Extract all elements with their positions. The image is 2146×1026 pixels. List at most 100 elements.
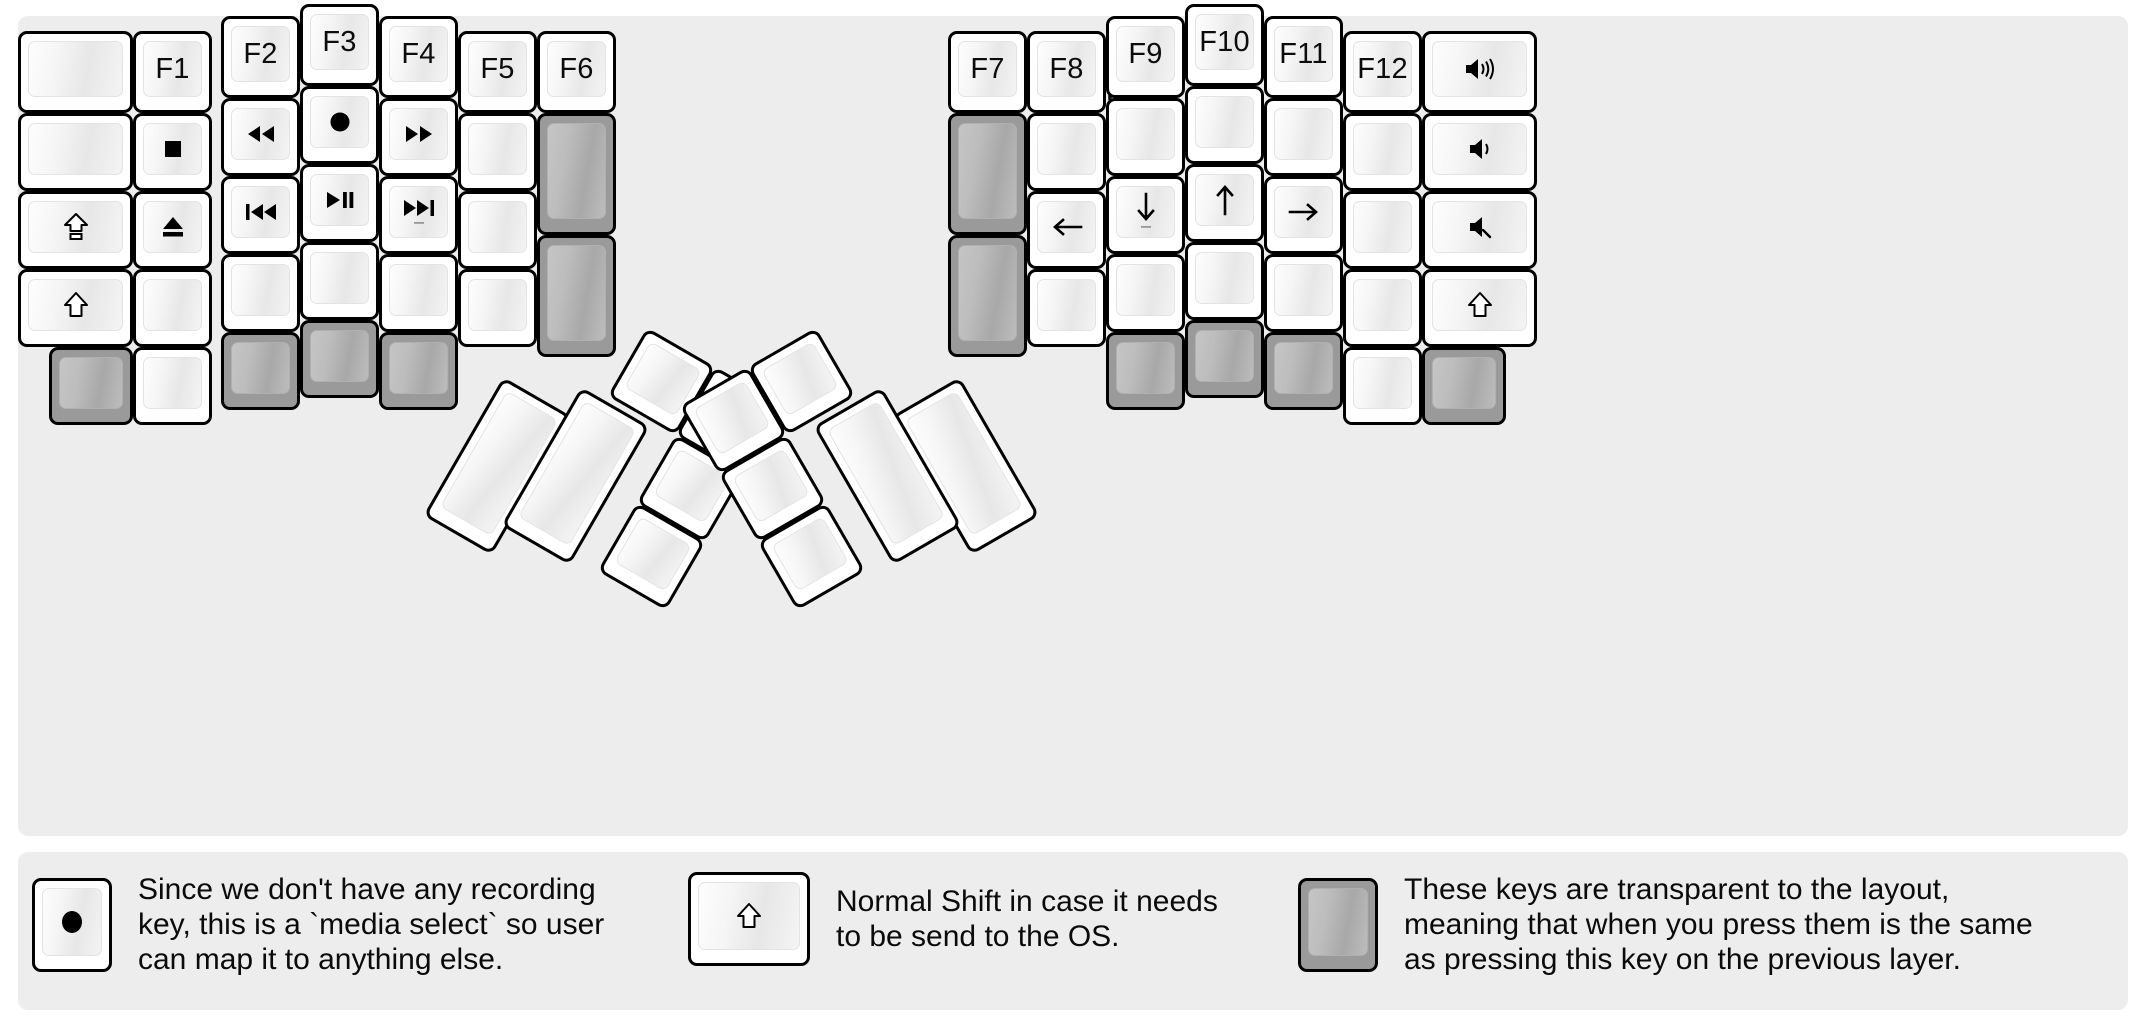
right-col-ring-key-2[interactable] xyxy=(1264,98,1343,176)
right-col-outer-key-volume-up[interactable] xyxy=(1422,31,1537,113)
right-col-middle-key-2[interactable] xyxy=(1185,86,1264,164)
legend-key-record xyxy=(32,877,112,972)
keycap-face: F6 xyxy=(547,41,606,97)
left-col-pinky-key-eject[interactable] xyxy=(133,191,212,269)
right-col-ring-key-4[interactable] xyxy=(1264,254,1343,332)
left-col-pinky-key-4[interactable] xyxy=(133,269,212,347)
keycap-face xyxy=(1353,279,1412,331)
legend-key-transparent xyxy=(1298,877,1378,972)
keyboard-panel: fn Layer xyxy=(18,4,2128,836)
keycap-face xyxy=(468,279,527,331)
left-col-ring-key-f2[interactable]: F2 xyxy=(221,16,300,98)
left-col-pinky-key-stop[interactable] xyxy=(133,113,212,191)
key-label: F7 xyxy=(970,52,1005,85)
right-col-pinky-key-2[interactable] xyxy=(1343,113,1422,191)
left-col-middle-key-record[interactable] xyxy=(300,86,379,164)
keycap-face xyxy=(1195,252,1254,304)
left-col-pinky-key-f1[interactable]: F1 xyxy=(133,31,212,113)
keycap-face xyxy=(310,174,369,226)
keycap-face: F4 xyxy=(389,26,448,82)
right-col-index-key-4[interactable] xyxy=(1106,254,1185,332)
keycap-face xyxy=(28,41,123,97)
keycap-face xyxy=(1116,342,1175,394)
right-col-index-key-5-transparent[interactable] xyxy=(1106,332,1185,410)
left-col-index-key-5-transparent[interactable] xyxy=(379,332,458,410)
right-col-middle-key-5-transparent[interactable] xyxy=(1185,320,1264,398)
keycap-face xyxy=(1116,108,1175,160)
left-col-outer-key-1[interactable] xyxy=(18,31,133,113)
left-col-outer-key-3-capslock[interactable] xyxy=(18,191,133,269)
left-col-middle-key-play-pause[interactable] xyxy=(300,164,379,242)
left-col-outer-key-5-transparent[interactable] xyxy=(49,347,133,425)
right-col-pinky-key-3[interactable] xyxy=(1343,191,1422,269)
left-col-ring-key-4[interactable] xyxy=(221,254,300,332)
keycap-face xyxy=(231,108,290,160)
keycap-face xyxy=(1274,264,1333,316)
right-col-outer-key-volume-mute[interactable] xyxy=(1422,191,1537,269)
right-col-middle-key-f10[interactable]: F10 xyxy=(1185,4,1264,86)
left-col-middle-key-5-transparent[interactable] xyxy=(300,320,379,398)
keycap-face: F1 xyxy=(143,41,202,97)
left-col-inner-key-2[interactable] xyxy=(458,113,537,191)
keycap-face xyxy=(389,342,448,394)
left-col-ring-key-rewind[interactable] xyxy=(221,98,300,176)
caps-lock-icon xyxy=(63,213,88,240)
legend-text-record: Since we don't have any recording key, t… xyxy=(138,873,605,977)
right-col-inner-key-arrow-left[interactable] xyxy=(1027,191,1106,269)
right-col-pinky-key-4[interactable] xyxy=(1343,269,1422,347)
right-col-innermost-key-2-transparent-2u[interactable] xyxy=(948,113,1027,235)
right-col-ring-key-f11[interactable]: F11 xyxy=(1264,16,1343,98)
keycap-face: F7 xyxy=(958,41,1017,97)
keycap-face xyxy=(1353,357,1412,409)
left-col-ring-key-previous[interactable] xyxy=(221,176,300,254)
right-col-innermost-key-f7[interactable]: F7 xyxy=(948,31,1027,113)
key-label: F11 xyxy=(1279,37,1328,70)
left-col-inner-key-3[interactable] xyxy=(458,191,537,269)
right-col-ring-key-5-transparent[interactable] xyxy=(1264,332,1343,410)
left-col-index-key-next[interactable] xyxy=(379,176,458,254)
left-col-inner-key-4[interactable] xyxy=(458,269,537,347)
keycap-face xyxy=(389,108,448,160)
keycap-face xyxy=(547,123,606,219)
right-col-ring-key-arrow-right[interactable] xyxy=(1264,176,1343,254)
key-label: F4 xyxy=(401,37,436,70)
left-col-index-key-4[interactable] xyxy=(379,254,458,332)
key-label: F3 xyxy=(322,25,357,58)
right-col-inner-key-4[interactable] xyxy=(1027,269,1106,347)
volume-down-icon xyxy=(1469,139,1488,159)
media-next-icon xyxy=(403,200,434,224)
volume-up-icon xyxy=(1465,58,1494,80)
right-col-innermost-key-3-transparent-2u[interactable] xyxy=(948,235,1027,357)
left-col-innermost-key-f6[interactable]: F6 xyxy=(537,31,616,113)
left-col-middle-key-f3[interactable]: F3 xyxy=(300,4,379,86)
left-col-ring-key-5-transparent[interactable] xyxy=(221,332,300,410)
right-col-inner-key-2[interactable] xyxy=(1027,113,1106,191)
left-col-index-key-fast-forward[interactable] xyxy=(379,98,458,176)
left-col-pinky-key-5[interactable] xyxy=(133,347,212,425)
right-col-index-key-arrow-down[interactable] xyxy=(1106,176,1185,254)
right-col-outer-key-5-transparent[interactable] xyxy=(1422,347,1506,425)
right-col-index-key-2[interactable] xyxy=(1106,98,1185,176)
shift-icon xyxy=(737,903,761,928)
right-col-pinky-key-5[interactable] xyxy=(1343,347,1422,425)
right-col-pinky-key-f12[interactable]: F12 xyxy=(1343,31,1422,113)
keycap-face xyxy=(231,342,290,394)
keycap-face xyxy=(28,201,123,253)
keycap-face xyxy=(732,448,810,524)
keycap-face xyxy=(1353,201,1412,253)
right-col-middle-key-4[interactable] xyxy=(1185,242,1264,320)
right-col-middle-key-arrow-up[interactable] xyxy=(1185,164,1264,242)
left-col-innermost-key-3-transparent-2u[interactable] xyxy=(537,235,616,357)
left-col-innermost-key-2-transparent-2u[interactable] xyxy=(537,113,616,235)
left-col-index-key-f4[interactable]: F4 xyxy=(379,16,458,98)
right-col-index-key-f9[interactable]: F9 xyxy=(1106,16,1185,98)
left-col-middle-key-4[interactable] xyxy=(300,242,379,320)
right-col-inner-key-f8[interactable]: F8 xyxy=(1027,31,1106,113)
left-col-inner-key-f5[interactable]: F5 xyxy=(458,31,537,113)
keycap-face xyxy=(1274,186,1333,238)
left-col-outer-key-4-shift[interactable] xyxy=(18,269,133,347)
left-col-outer-key-2[interactable] xyxy=(18,113,133,191)
right-col-outer-key-volume-down[interactable] xyxy=(1422,113,1537,191)
right-col-outer-key-shift[interactable] xyxy=(1422,269,1537,347)
keycap-face xyxy=(310,96,369,148)
